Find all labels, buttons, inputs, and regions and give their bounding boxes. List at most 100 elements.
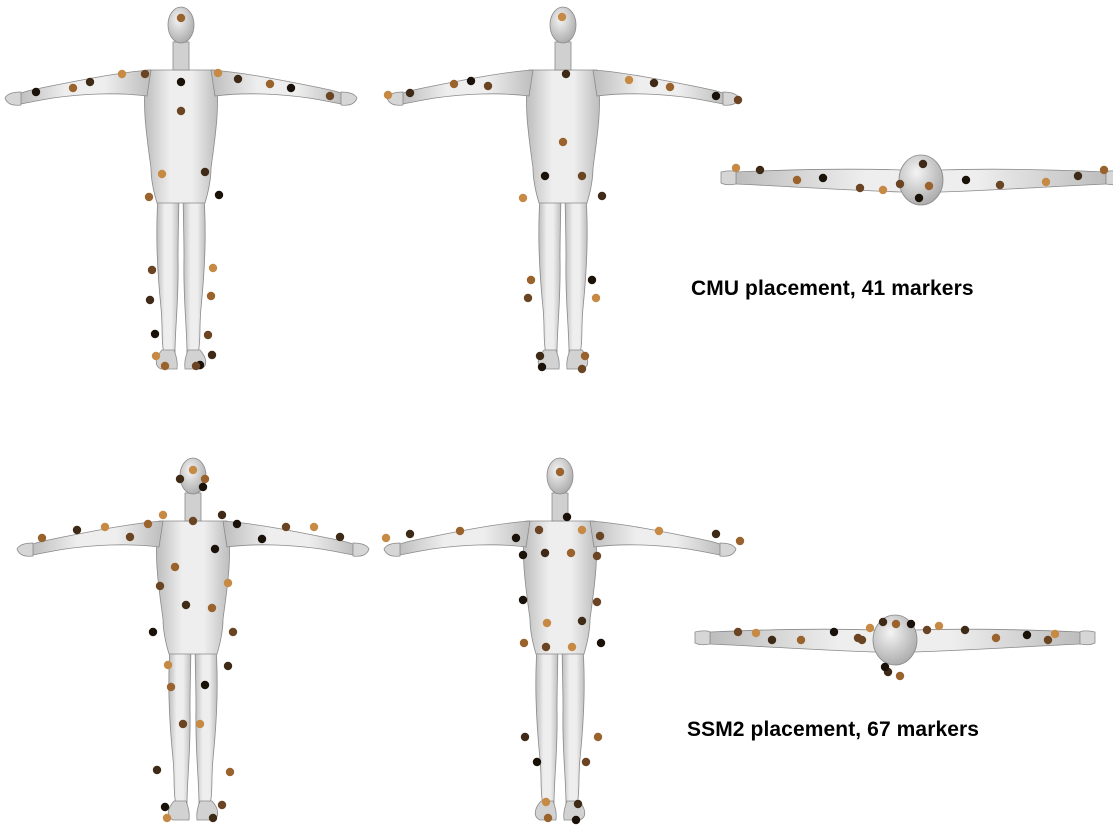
marker-dot <box>234 75 242 83</box>
marker-dot <box>1023 631 1031 639</box>
marker-dot <box>536 352 544 360</box>
marker-dot <box>558 13 566 21</box>
marker-dot <box>961 626 969 634</box>
marker-dot <box>543 619 551 627</box>
marker-dot <box>176 475 184 483</box>
marker-dot <box>520 639 528 647</box>
cmu-front-body <box>5 7 357 369</box>
marker-dot <box>149 628 157 636</box>
cmu-placement-caption: CMU placement, 41 markers <box>691 277 974 301</box>
marker-dot <box>544 814 552 822</box>
marker-dot <box>161 803 169 811</box>
marker-dot <box>734 96 742 104</box>
marker-dot <box>581 352 589 360</box>
marker-dot <box>406 530 414 538</box>
marker-dot <box>578 172 586 180</box>
marker-dot <box>578 365 586 373</box>
marker-dot <box>819 174 827 182</box>
marker-dot <box>148 266 156 274</box>
marker-dot <box>382 534 390 542</box>
marker-dot <box>567 549 575 557</box>
marker-dot <box>406 89 414 97</box>
marker-dot <box>542 798 550 806</box>
marker-dot <box>201 475 209 483</box>
marker-dot <box>152 352 160 360</box>
marker-dot <box>597 639 605 647</box>
marker-dot <box>450 80 458 88</box>
marker-dot <box>541 549 549 557</box>
marker-dot <box>208 351 216 359</box>
marker-dot <box>578 617 586 625</box>
marker-dot <box>896 672 904 680</box>
marker-dot <box>879 618 887 626</box>
marker-dot <box>189 466 197 474</box>
marker-dot <box>712 530 720 538</box>
marker-dot <box>925 182 933 190</box>
marker-dot <box>538 363 546 371</box>
marker-dot <box>881 663 889 671</box>
marker-dot <box>224 662 232 670</box>
marker-dot <box>467 77 475 85</box>
marker-dot <box>229 628 237 636</box>
marker-dot <box>650 79 658 87</box>
marker-dot <box>756 166 764 174</box>
marker-dot <box>856 184 864 192</box>
marker-dot <box>211 545 219 553</box>
marker-dot <box>962 176 970 184</box>
marker-dot <box>594 733 602 741</box>
marker-dot <box>797 636 805 644</box>
marker-dot <box>736 537 744 545</box>
marker-dot <box>73 526 81 534</box>
marker-dot <box>163 814 171 822</box>
marker-dot <box>519 596 527 604</box>
marker-dot <box>326 92 334 100</box>
marker-dot <box>578 526 586 534</box>
marker-dot <box>287 84 295 92</box>
marker-dot <box>69 84 77 92</box>
marker-dot <box>572 816 580 824</box>
marker-dot <box>598 192 606 200</box>
marker-dot <box>712 92 720 100</box>
marker-dot <box>896 180 904 188</box>
marker-dot <box>568 643 576 651</box>
marker-dot <box>192 362 200 370</box>
marker-dot <box>915 194 923 202</box>
marker-dot <box>224 579 232 587</box>
marker-dot <box>519 551 527 559</box>
marker-dot <box>146 296 154 304</box>
marker-dot <box>596 532 604 540</box>
marker-dot <box>32 88 40 96</box>
marker-dot <box>556 468 564 476</box>
marker-dot <box>527 276 535 284</box>
ssm2-front-body <box>17 458 369 820</box>
marker-dot <box>218 511 226 519</box>
marker-dot <box>144 520 152 528</box>
marker-dot <box>456 527 464 535</box>
marker-dot <box>907 620 915 628</box>
marker-dot <box>86 78 94 86</box>
marker-dot <box>218 801 226 809</box>
marker-dot <box>258 535 266 543</box>
marker-dot <box>542 643 550 651</box>
marker-dot <box>484 82 492 90</box>
marker-dot <box>559 138 567 146</box>
marker-dot <box>156 582 164 590</box>
marker-dot <box>171 563 179 571</box>
marker-dot <box>159 511 167 519</box>
marker-dot <box>655 527 663 535</box>
marker-dot <box>935 622 943 630</box>
marker-dot <box>151 330 159 338</box>
marker-dot <box>562 70 570 78</box>
marker-dot <box>533 758 541 766</box>
marker-dot <box>207 292 215 300</box>
marker-dot <box>535 526 543 534</box>
marker-dot <box>524 294 532 302</box>
marker-dot <box>593 552 601 560</box>
marker-dot <box>179 720 187 728</box>
marker-dot <box>732 164 740 172</box>
marker-dot <box>519 194 527 202</box>
marker-dot <box>588 276 596 284</box>
marker-dot <box>215 191 223 199</box>
marker-dot <box>1044 636 1052 644</box>
marker-dot <box>208 604 216 612</box>
